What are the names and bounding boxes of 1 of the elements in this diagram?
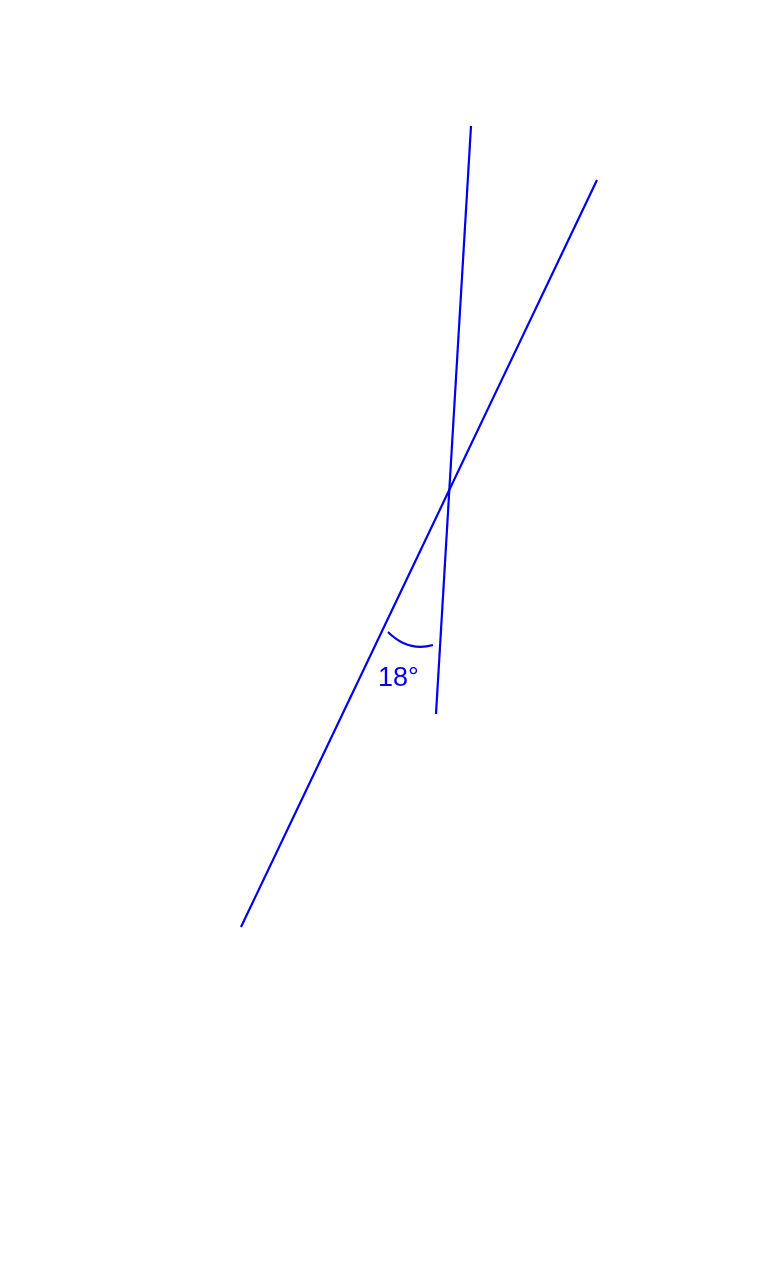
angle-label: 18° [378, 664, 419, 691]
